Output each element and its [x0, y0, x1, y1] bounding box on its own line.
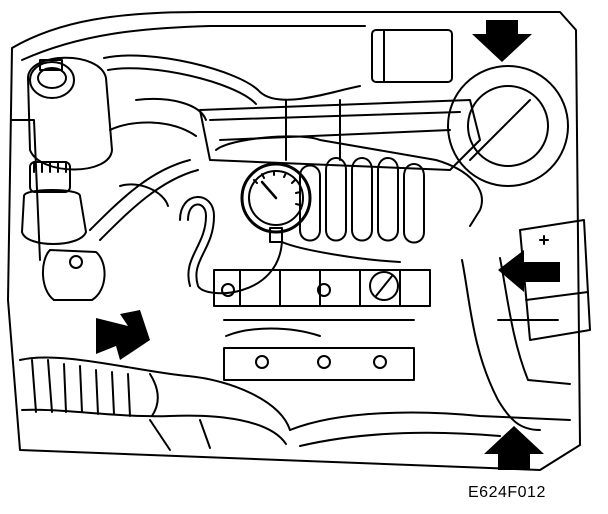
intake-manifold: [215, 135, 483, 244]
callout-arrow-top-right: [472, 20, 532, 62]
callout-arrow-right: [498, 250, 560, 292]
lower-structure: [149, 411, 571, 451]
callout-arrow-left: [96, 310, 150, 360]
brake-fluid-reservoir: [21, 161, 106, 301]
upper-hoses: [89, 54, 361, 241]
air-intake-hose: [19, 356, 291, 445]
figure-code: E624F012: [468, 484, 546, 501]
fuel-rail: [213, 269, 431, 307]
fuel-pressure-gauge: [240, 162, 312, 243]
gauge-hose: [179, 196, 401, 295]
brake-booster: [447, 65, 569, 187]
engine-bay-outline: [7, 11, 581, 471]
coolant-expansion-tank: [27, 56, 113, 171]
injector-block: [223, 319, 415, 381]
battery: [519, 219, 591, 341]
relay-box: [371, 29, 453, 83]
callout-arrow-bottom: [484, 426, 544, 470]
